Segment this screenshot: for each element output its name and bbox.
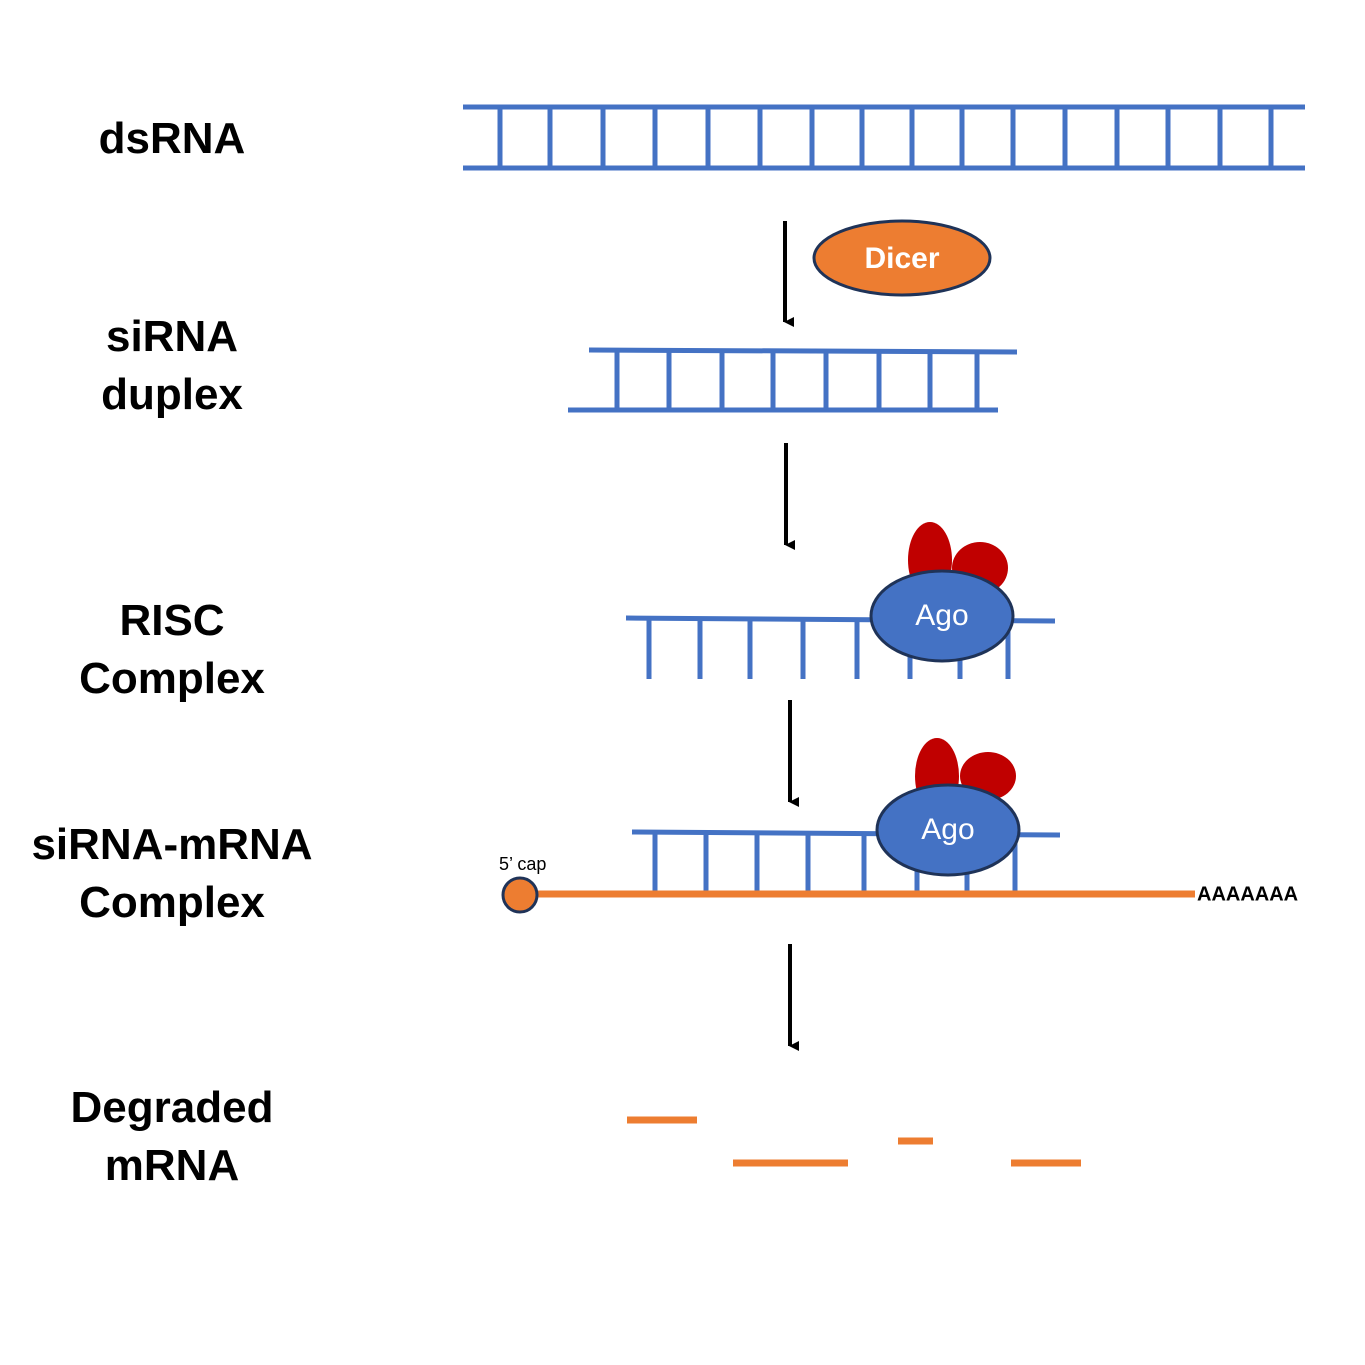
- label-complex-line2: Complex: [79, 878, 265, 927]
- ago-protein: [875, 783, 1021, 877]
- degraded-mrna-fragments: [627, 1116, 1081, 1167]
- label-risc-line2: Complex: [79, 654, 265, 703]
- label-dsrna: dsRNA: [99, 114, 246, 163]
- ago-protein: [869, 569, 1015, 663]
- label-degraded-line1: Degraded: [71, 1083, 274, 1132]
- ago-label: Ago: [921, 813, 974, 846]
- label-sirna-line2: duplex: [101, 370, 243, 419]
- sirna-mrna-complex: 5’ cap AAAAAAA Ago: [499, 738, 1298, 914]
- label-risc-line1: RISC: [119, 596, 224, 645]
- label-complex-line1: siRNA-mRNA: [31, 820, 312, 869]
- five-prime-cap: [501, 876, 539, 914]
- ago-label: Ago: [915, 599, 968, 632]
- risc-complex: Ago: [625, 522, 1056, 679]
- dicer-label: Dicer: [864, 242, 939, 275]
- cap-label: 5’ cap: [499, 854, 546, 874]
- dicer-enzyme: Dicer: [812, 219, 992, 297]
- polya-tail-label: AAAAAAA: [1197, 883, 1298, 905]
- sirna-duplex: [568, 347, 1018, 413]
- label-degraded-line2: mRNA: [105, 1141, 239, 1190]
- dsrna-ladder: [463, 104, 1305, 171]
- label-sirna-line1: siRNA: [106, 312, 238, 361]
